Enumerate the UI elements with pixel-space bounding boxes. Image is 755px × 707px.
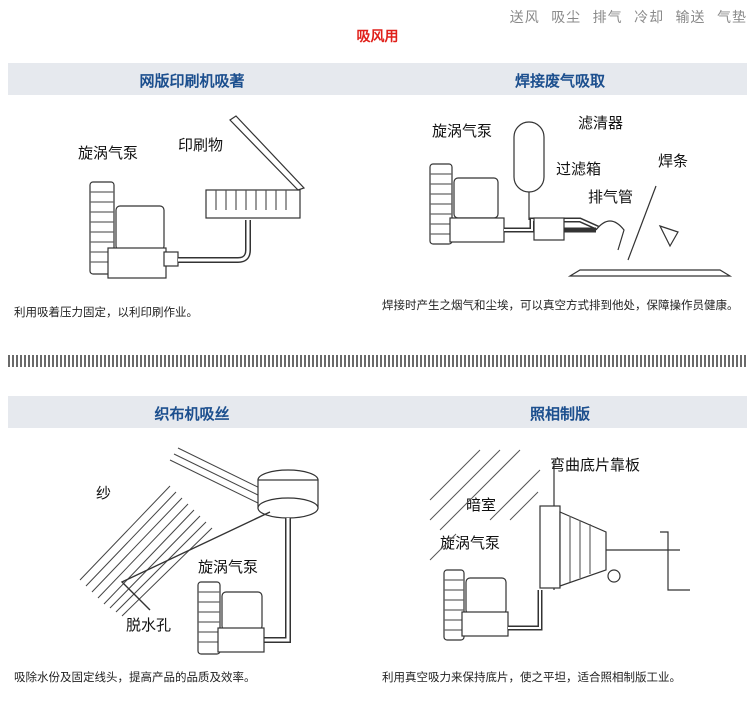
desc-printing: 利用吸着压力固定，以利印刷作业。 xyxy=(14,305,198,319)
vortex-pump-icon xyxy=(429,163,505,245)
vortex-pump-icon xyxy=(197,581,265,655)
diagram-weaving: 纱 旋涡气泵 脱水孔 xyxy=(79,447,319,655)
label-pump: 旋涡气泵 xyxy=(198,558,258,576)
suction-tank-icon xyxy=(257,469,319,519)
welding-torch-icon xyxy=(627,185,679,261)
desc-welding: 焊接时产生之烟气和尘埃，可以真空方式排到他处，保障操作员健康。 xyxy=(382,298,739,312)
label-filter: 滤清器 xyxy=(578,114,623,132)
label-film-board: 弯曲底片靠板 xyxy=(550,456,640,474)
printing-frame-icon xyxy=(205,115,306,219)
label-pump: 旋涡气泵 xyxy=(78,144,138,162)
section-band-top xyxy=(8,63,747,95)
vortex-pump-icon xyxy=(89,181,179,279)
label-filter-box: 过滤箱 xyxy=(556,160,601,178)
label-darkroom: 暗室 xyxy=(466,496,496,514)
darkroom-hatch-icon xyxy=(429,449,541,561)
panel-title-printing: 网版印刷机吸著 xyxy=(139,72,245,90)
label-drain-hole: 脱水孔 xyxy=(126,616,171,634)
work-table-icon xyxy=(567,269,733,277)
desc-weaving: 吸除水份及固定线头，提高产品的品质及效率。 xyxy=(14,670,256,684)
nav-link-conveying[interactable]: 输送 xyxy=(675,10,706,26)
camera-bellows-icon xyxy=(539,460,690,591)
section-divider xyxy=(8,355,747,367)
desc-photo: 利用真空吸力来保持底片，使之平坦，适合照相制版工业。 xyxy=(382,670,681,684)
diagram-printing: 旋涡气泵 印刷物 xyxy=(78,115,306,279)
yarn-threads-icon xyxy=(79,447,269,617)
top-nav-links: 送风 吸尘 排气 冷却 输送 气垫 xyxy=(504,7,747,27)
label-welding-rod: 焊条 xyxy=(658,152,688,170)
panel-title-welding: 焊接废气吸取 xyxy=(514,72,605,90)
vortex-pump-icon xyxy=(443,569,509,641)
nav-link-air-supply[interactable]: 送风 xyxy=(509,10,540,26)
nav-link-air-cushion[interactable]: 气垫 xyxy=(717,10,747,26)
diagram-photo: 弯曲底片靠板 暗室 旋涡气泵 xyxy=(429,449,690,641)
label-yarn: 纱 xyxy=(96,484,111,502)
nav-link-exhaust[interactable]: 排气 xyxy=(592,10,623,26)
nav-link-dust[interactable]: 吸尘 xyxy=(551,10,582,26)
label-pump: 旋涡气泵 xyxy=(440,534,500,552)
label-exhaust-pipe: 排气管 xyxy=(588,188,633,206)
page-title: 吸风用 xyxy=(356,29,399,45)
diagram-welding: 旋涡气泵 滤清器 过滤箱 排气管 焊条 xyxy=(429,114,733,277)
filter-canister-icon xyxy=(513,121,545,220)
panel-title-weaving: 织布机吸丝 xyxy=(154,405,230,423)
panel-title-photo: 照相制版 xyxy=(529,405,590,423)
nav-link-cooling[interactable]: 冷却 xyxy=(634,10,665,26)
label-print-matter: 印刷物 xyxy=(178,136,223,154)
label-pump: 旋涡气泵 xyxy=(432,122,492,140)
section-band-bottom xyxy=(8,396,747,428)
filter-box-icon xyxy=(533,217,565,241)
exhaust-hood-icon xyxy=(595,220,625,251)
